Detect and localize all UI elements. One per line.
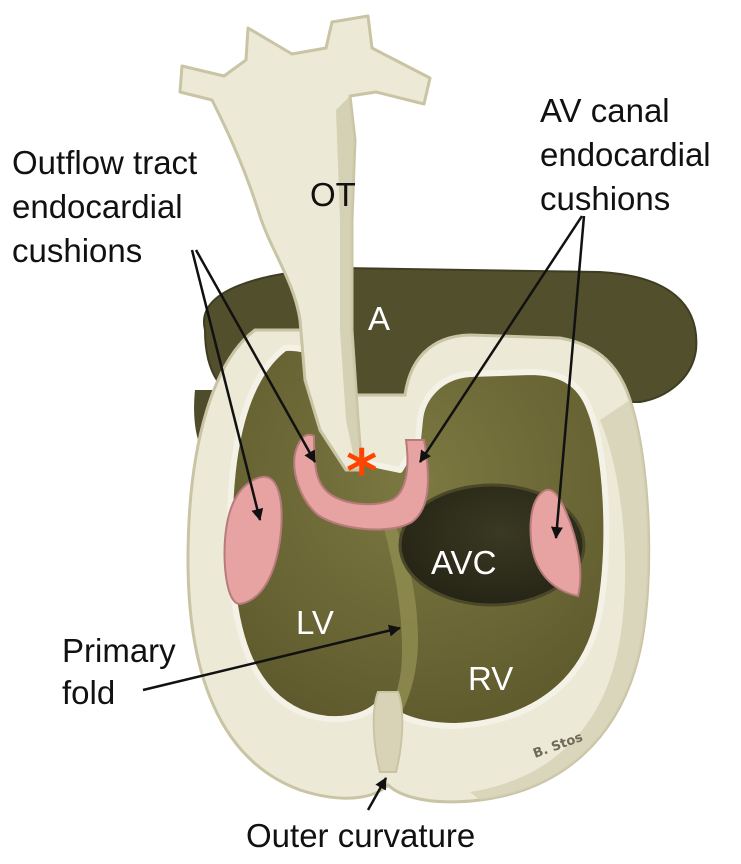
outflow-cushions-label-line3: cushions <box>12 232 142 269</box>
primary-fold-label-line2: fold <box>62 674 115 711</box>
av-cushions-label-line2: endocardial <box>540 136 711 173</box>
av-cushions-label-line3: cushions <box>540 180 670 217</box>
atrium-label: A <box>368 300 390 337</box>
avc-label: AVC <box>431 544 496 581</box>
outer-curvature-notch <box>374 692 403 772</box>
av-cushions-label-line1: AV canal <box>540 92 670 129</box>
outer-curvature-label: Outer curvature <box>246 817 475 854</box>
av-cushions-label: AV canal endocardial cushions <box>540 92 720 217</box>
rv-label: RV <box>468 660 513 697</box>
lv-label: LV <box>296 604 334 641</box>
outflow-cushions-label: Outflow tract endocardial cushions <box>12 144 206 269</box>
primary-fold-label: Primary fold <box>62 632 185 711</box>
primary-fold-label-line1: Primary <box>62 632 176 669</box>
asterisk-marker: * <box>346 437 377 507</box>
ot-label: OT <box>310 176 356 213</box>
outflow-cushions-label-line2: endocardial <box>12 188 183 225</box>
outflow-cushions-label-line1: Outflow tract <box>12 144 197 181</box>
